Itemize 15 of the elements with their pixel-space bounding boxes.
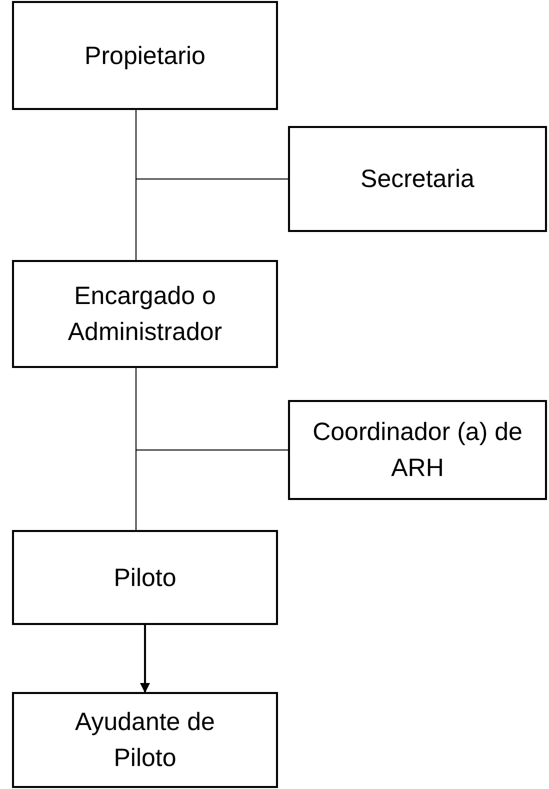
- org-box: [288, 400, 547, 500]
- connector-line: [136, 368, 288, 450]
- org-box: [12, 530, 278, 625]
- box-label: Propietario: [84, 40, 206, 72]
- arrow: [140, 625, 150, 693]
- org-box: [12, 1, 278, 110]
- org-box: [12, 260, 278, 368]
- box-label: Ayudante de Piloto: [74, 707, 216, 774]
- box-label: Piloto: [114, 562, 176, 594]
- box-label: Secretaria: [360, 164, 474, 195]
- org-box: [288, 126, 547, 232]
- box-label: Coordinador (a) de ARH: [312, 417, 524, 484]
- connector-line: [136, 110, 288, 180]
- box-label: Encargado o Administrador: [66, 281, 224, 348]
- org-box: [12, 692, 278, 788]
